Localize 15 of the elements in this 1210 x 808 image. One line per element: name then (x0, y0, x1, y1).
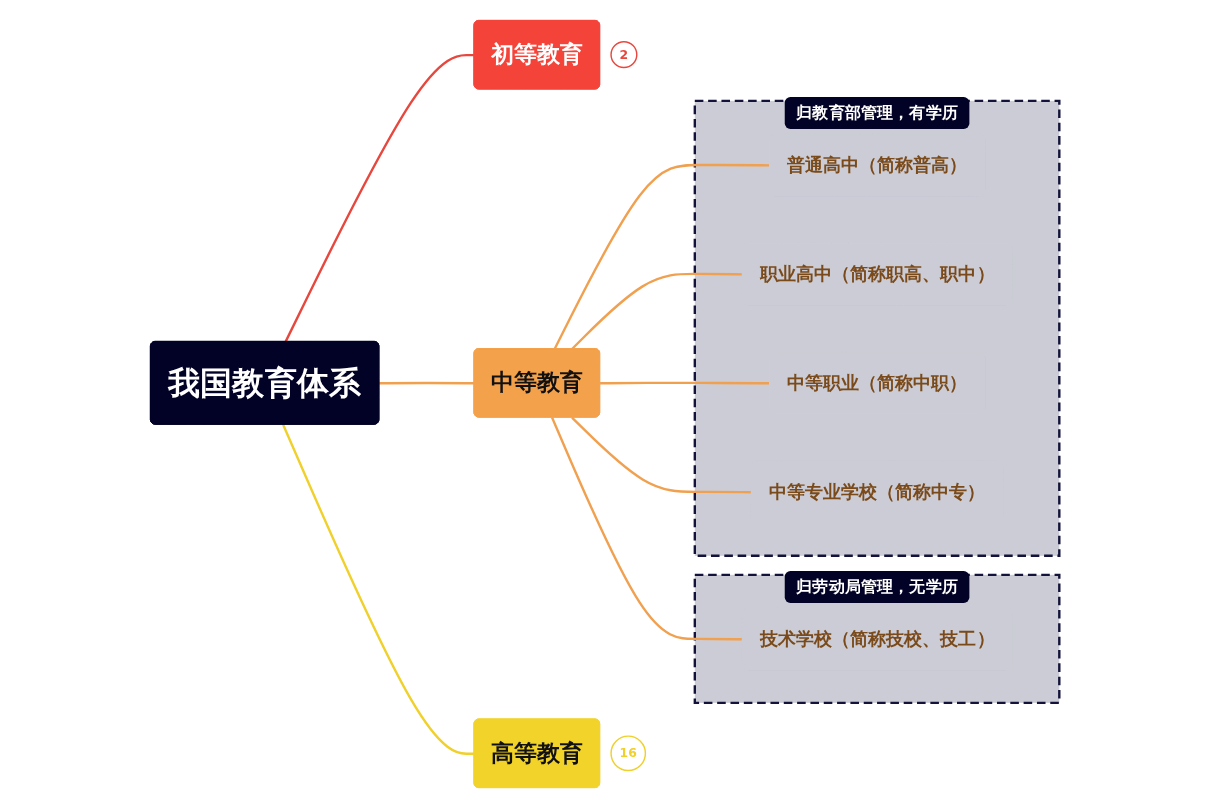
node-label: 16 (619, 745, 637, 761)
node-label: 2 (619, 47, 629, 62)
connector (600, 381, 771, 385)
connector (379, 381, 475, 385)
connector (551, 417, 743, 641)
connector (571, 272, 743, 350)
connector (284, 53, 475, 343)
node-text: 职业高中（简称职高、职中） (759, 263, 995, 285)
node-text: 技术学校（简称技校、技工） (759, 628, 995, 650)
connector (571, 416, 753, 494)
connector (553, 163, 771, 350)
node-text: 普通高中（简称普高） (786, 154, 968, 176)
node-text: 中等专业学校（简称中专） (768, 481, 986, 503)
node-text: 中等职业（简称中职） (786, 372, 968, 394)
connector (282, 424, 475, 755)
